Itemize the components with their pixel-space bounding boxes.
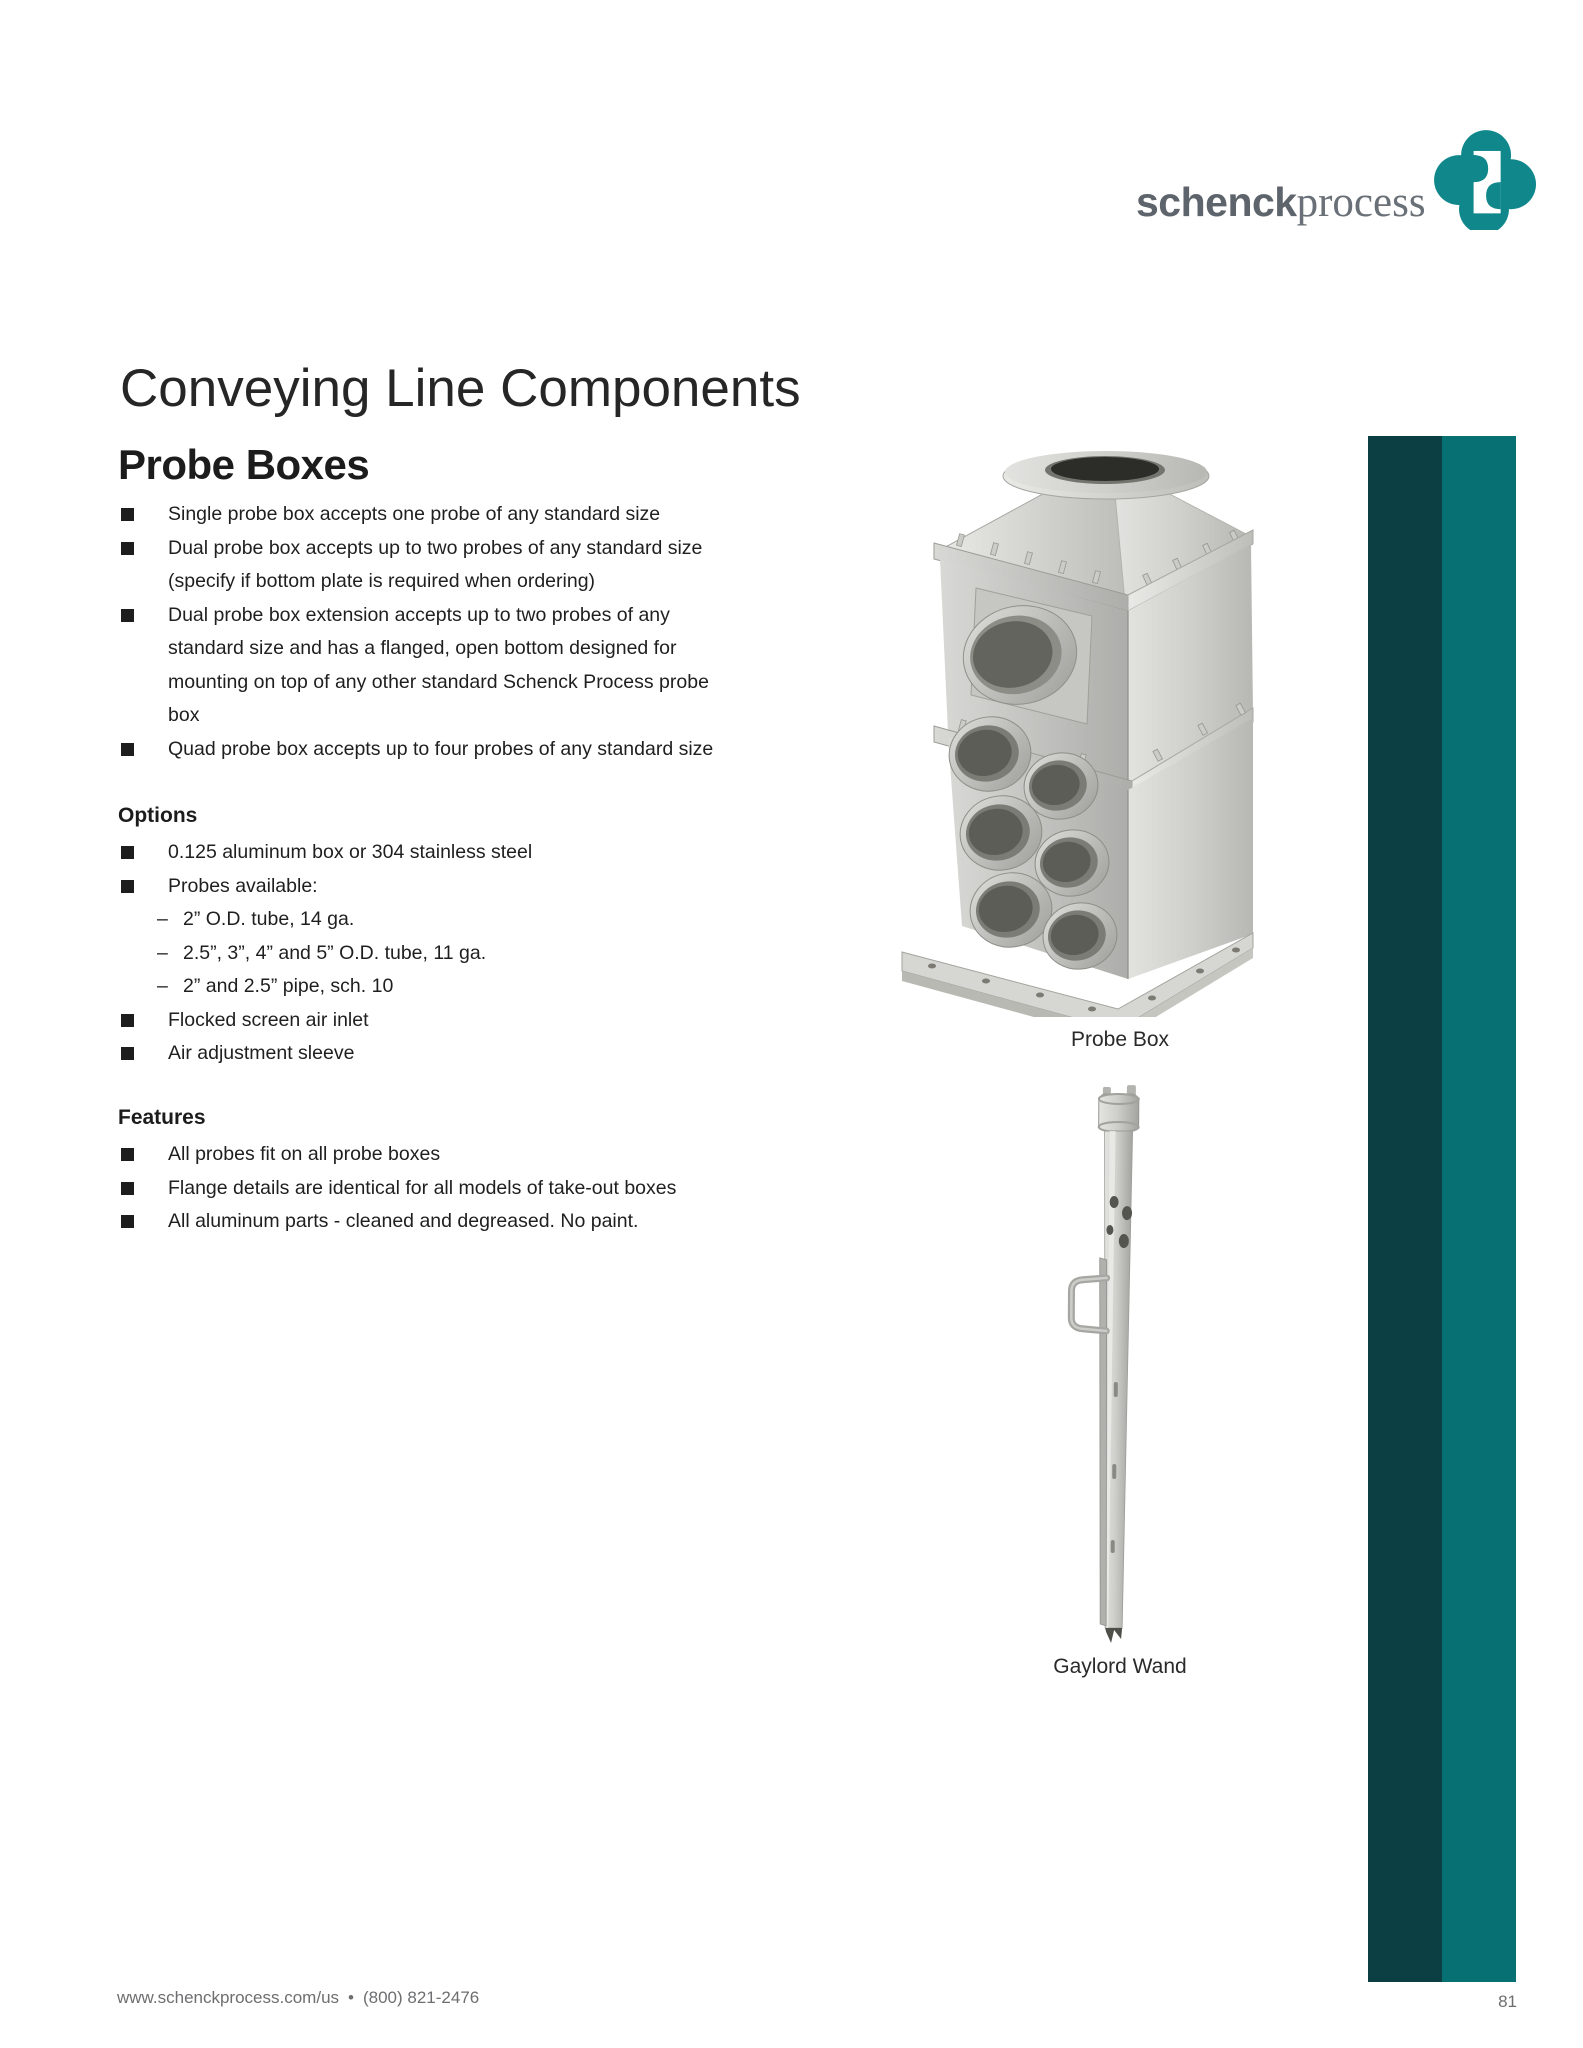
footer-url: www.schenckprocess.com/us: [117, 1988, 340, 2007]
list-item-text: Single probe box accepts one probe of an…: [168, 503, 661, 525]
list-item: Single probe box accepts one probe of an…: [120, 498, 725, 532]
list-item: Air adjustment sleeve: [120, 1037, 725, 1071]
list-item-text: Dual probe box accepts up to two probes …: [168, 536, 703, 593]
footer: www.schenckprocess.com/us • (800) 821-24…: [117, 1988, 479, 2008]
list-item: 0.125 aluminum box or 304 stainless stee…: [120, 836, 725, 870]
sub-list-item-text: 2” O.D. tube, 14 ga.: [183, 908, 355, 930]
sub-list-item: 2” O.D. tube, 14 ga.: [157, 903, 725, 937]
gaylord-wand-image: [1067, 1085, 1140, 1643]
page-title: Conveying Line Components: [120, 359, 801, 418]
brand-wordmark: schenckprocess: [1136, 181, 1426, 230]
brand-logo: schenckprocess: [1136, 120, 1536, 230]
sub-list-item: 2.5”, 3”, 4” and 5” O.D. tube, 11 ga.: [157, 937, 725, 971]
intro-list: Single probe box accepts one probe of an…: [120, 498, 725, 766]
list-item: All aluminum parts - cleaned and degreas…: [120, 1205, 725, 1239]
brand-wordmark-bold: schenck: [1136, 179, 1297, 225]
page-number: 81: [1498, 1992, 1517, 2011]
list-item-text: Dual probe box extension accepts up to t…: [168, 603, 709, 727]
accent-bar-teal: [1442, 436, 1516, 1982]
list-item-text: All aluminum parts - cleaned and degreas…: [168, 1210, 639, 1232]
schenck-clover-icon: [1433, 130, 1536, 230]
sub-list-item: 2” and 2.5” pipe, sch. 10: [157, 970, 725, 1004]
list-item: Flange details are identical for all mod…: [120, 1172, 725, 1206]
section-title: Probe Boxes: [118, 441, 370, 488]
gaylord-wand-caption: Gaylord Wand: [1053, 1655, 1187, 1678]
features-list: All probes fit on all probe boxes Flange…: [120, 1138, 725, 1239]
list-item: Dual probe box accepts up to two probes …: [120, 532, 725, 599]
probe-box-image: [901, 451, 1254, 1017]
sub-list-item-text: 2.5”, 3”, 4” and 5” O.D. tube, 11 ga.: [183, 941, 487, 964]
sub-list: 2” O.D. tube, 14 ga. 2.5”, 3”, 4” and 5”…: [157, 903, 725, 1004]
list-item-text: Probes available:: [168, 874, 318, 897]
list-item-text: 0.125 aluminum box or 304 stainless stee…: [168, 841, 533, 863]
brand-wordmark-serif: process: [1296, 179, 1426, 226]
list-item-text: All probes fit on all probe boxes: [168, 1143, 441, 1165]
probe-box-caption: Probe Box: [1070, 1028, 1170, 1051]
list-item: All probes fit on all probe boxes: [120, 1138, 725, 1172]
list-item-text: Flocked screen air inlet: [168, 1008, 369, 1031]
list-item: Probes available: 2” O.D. tube, 14 ga. 2…: [120, 870, 725, 1004]
list-item-text: Flange details are identical for all mod…: [168, 1176, 677, 1199]
list-item-text: Air adjustment sleeve: [168, 1042, 355, 1064]
accent-bar-dark: [1368, 436, 1442, 1982]
options-list: 0.125 aluminum box or 304 stainless stee…: [120, 836, 725, 1071]
footer-separator: •: [348, 1988, 354, 2007]
footer-phone: (800) 821-2476: [362, 1988, 480, 2007]
list-item-text: Quad probe box accepts up to four probes…: [168, 737, 714, 760]
sub-list-item-text: 2” and 2.5” pipe, sch. 10: [183, 975, 394, 997]
options-heading: Options: [118, 804, 198, 827]
list-item: Flocked screen air inlet: [120, 1004, 725, 1038]
features-heading: Features: [118, 1106, 206, 1129]
list-item: Quad probe box accepts up to four probes…: [120, 733, 725, 767]
list-item: Dual probe box extension accepts up to t…: [120, 599, 725, 733]
